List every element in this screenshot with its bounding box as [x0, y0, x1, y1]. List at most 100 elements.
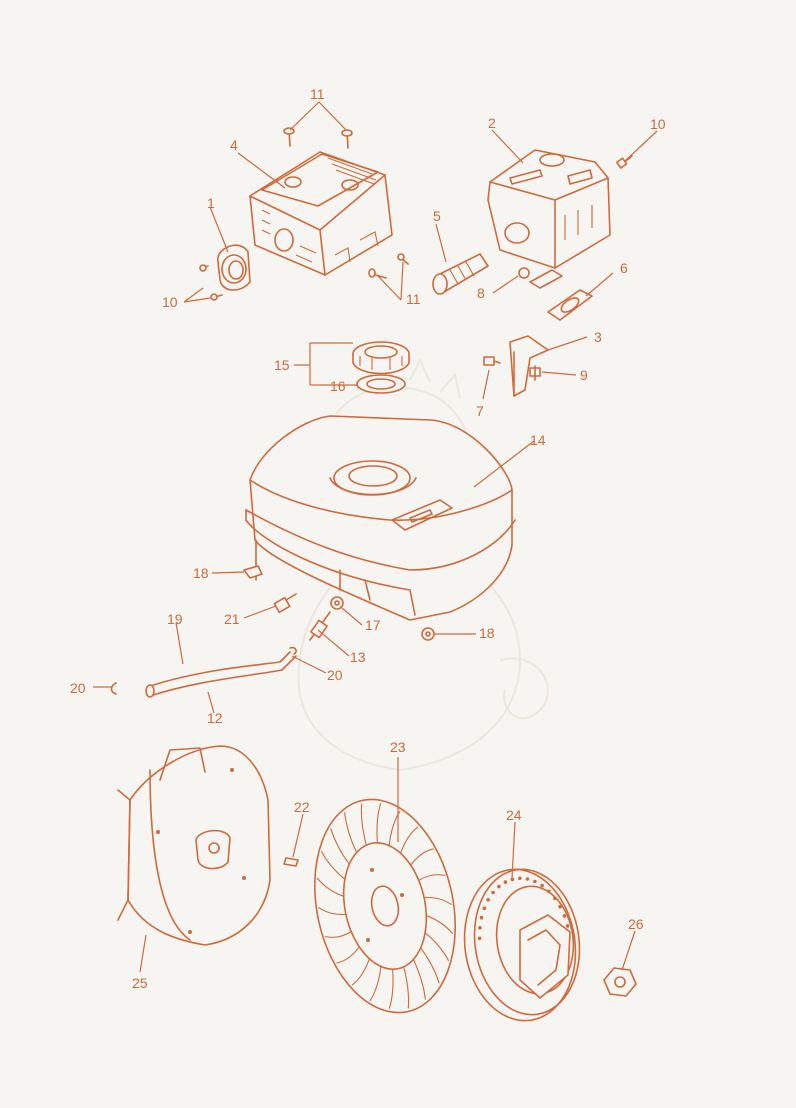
flywheel-fin	[400, 826, 419, 854]
part-17-washer	[330, 596, 344, 610]
flywheel-fin	[388, 969, 394, 1009]
part-22-key	[283, 857, 299, 867]
callout-17: 17	[365, 617, 381, 633]
pulley-vent-hole	[482, 906, 487, 911]
callout-22: 22	[294, 799, 310, 815]
pulley-vent-hole	[533, 879, 537, 884]
callout-10-left: 10	[162, 294, 178, 310]
flywheel-fin	[388, 810, 401, 846]
pulley-holes	[477, 876, 570, 941]
pulley-vent-hole	[540, 883, 544, 888]
callout-13: 13	[350, 649, 366, 665]
callout-9: 9	[580, 367, 588, 383]
flywheel-fin	[360, 803, 367, 846]
part-10-bolts-left	[199, 264, 223, 301]
pulley-vent-hole	[558, 904, 562, 909]
part-7-bolt	[483, 356, 501, 366]
callout-4: 4	[230, 137, 238, 153]
part-25-fan-cover	[117, 745, 271, 946]
callout-6: 6	[620, 260, 628, 276]
part-18-cushion-left	[243, 565, 263, 579]
part-11-screws-lower	[368, 253, 409, 279]
callout-26: 26	[628, 916, 644, 932]
pulley-vent-hole	[503, 880, 508, 884]
flywheel-fin	[336, 946, 360, 964]
flywheel-fin	[426, 915, 454, 935]
flywheel-fin	[376, 803, 382, 843]
flywheel-fin	[316, 877, 344, 897]
callout-19: 19	[167, 611, 183, 627]
callout-21: 21	[224, 611, 240, 627]
pulley-vent-hole	[547, 889, 551, 894]
pulley-vent-hole	[491, 890, 495, 895]
pulley-vent-hole	[497, 884, 501, 889]
pulley-vent-hole	[518, 876, 522, 881]
flywheel-fin	[403, 966, 410, 1009]
flywheel-fins	[316, 803, 454, 1009]
part-20-clamp-right	[289, 646, 297, 655]
part-1-exhaust-deflector	[217, 244, 251, 291]
callout-labels: 1 2 3 4 5 6 7 8 9 10 10 11 11 12 13 14 1…	[70, 86, 666, 991]
part-9-bolt	[529, 365, 541, 381]
callout-16: 16	[330, 378, 346, 394]
pulley-vent-hole	[553, 896, 557, 901]
callout-15: 15	[274, 357, 290, 373]
callout-23: 23	[390, 739, 406, 755]
flywheel-fin	[324, 931, 352, 938]
flywheel-fin	[424, 932, 450, 962]
callout-18-right: 18	[479, 625, 495, 641]
part-14-fuel-tank	[245, 415, 516, 621]
part-13-fuel-valve	[309, 611, 331, 641]
part-8-nut	[518, 267, 530, 279]
callout-1: 1	[207, 195, 215, 211]
pulley-vent-hole	[562, 914, 567, 918]
pulley-vent-hole	[479, 915, 484, 920]
flywheel-fin	[420, 947, 440, 984]
leader-lines	[93, 101, 658, 973]
part-4-muffler-cover	[249, 151, 393, 276]
part-3-bracket	[509, 335, 549, 397]
callout-20-left: 20	[70, 680, 86, 696]
part-24-starter-pulley	[463, 868, 581, 1022]
part-23-flywheel	[313, 798, 457, 1014]
flywheel-fin	[344, 812, 358, 853]
pulley-vent-hole	[478, 926, 482, 930]
callout-18-left: 18	[193, 565, 209, 581]
callout-10-right: 10	[650, 116, 666, 132]
callout-24: 24	[506, 807, 522, 823]
flywheel-fin	[418, 874, 446, 881]
callout-8: 8	[477, 285, 485, 301]
flywheel-fin	[330, 828, 350, 865]
callout-25: 25	[132, 975, 148, 991]
part-6-gasket	[529, 269, 593, 321]
flywheel-fin	[410, 848, 434, 866]
part-2-muffler	[487, 149, 611, 269]
pulley-vent-hole	[486, 898, 490, 902]
pulley-vent-hole	[510, 877, 515, 882]
part-18-cushion-right	[421, 627, 435, 641]
flywheel-fin	[424, 896, 453, 906]
flywheel-fin	[369, 966, 382, 1002]
part-10-bolt-right	[616, 155, 633, 169]
part-16-cap-gasket	[356, 374, 406, 394]
callout-11-lower: 11	[406, 291, 421, 307]
pulley-vent-hole	[477, 936, 482, 941]
callout-11-top: 11	[310, 86, 325, 102]
part-21-drain-bolt	[273, 593, 297, 614]
callout-12: 12	[207, 710, 223, 726]
flywheel-fin	[351, 958, 370, 986]
flywheel-fin	[412, 959, 426, 1000]
flywheel-fin	[317, 906, 346, 916]
callout-5: 5	[433, 208, 441, 224]
callout-2: 2	[488, 115, 496, 131]
part-20-clamp-left	[110, 682, 117, 695]
callout-20-right: 20	[327, 667, 343, 683]
pulley-vent-hole	[565, 924, 570, 928]
part-11-screws-top	[283, 127, 353, 149]
part-12-fuel-hose	[145, 651, 297, 698]
callout-7: 7	[476, 403, 484, 419]
callout-3: 3	[594, 329, 602, 345]
flywheel-fin	[320, 850, 346, 880]
